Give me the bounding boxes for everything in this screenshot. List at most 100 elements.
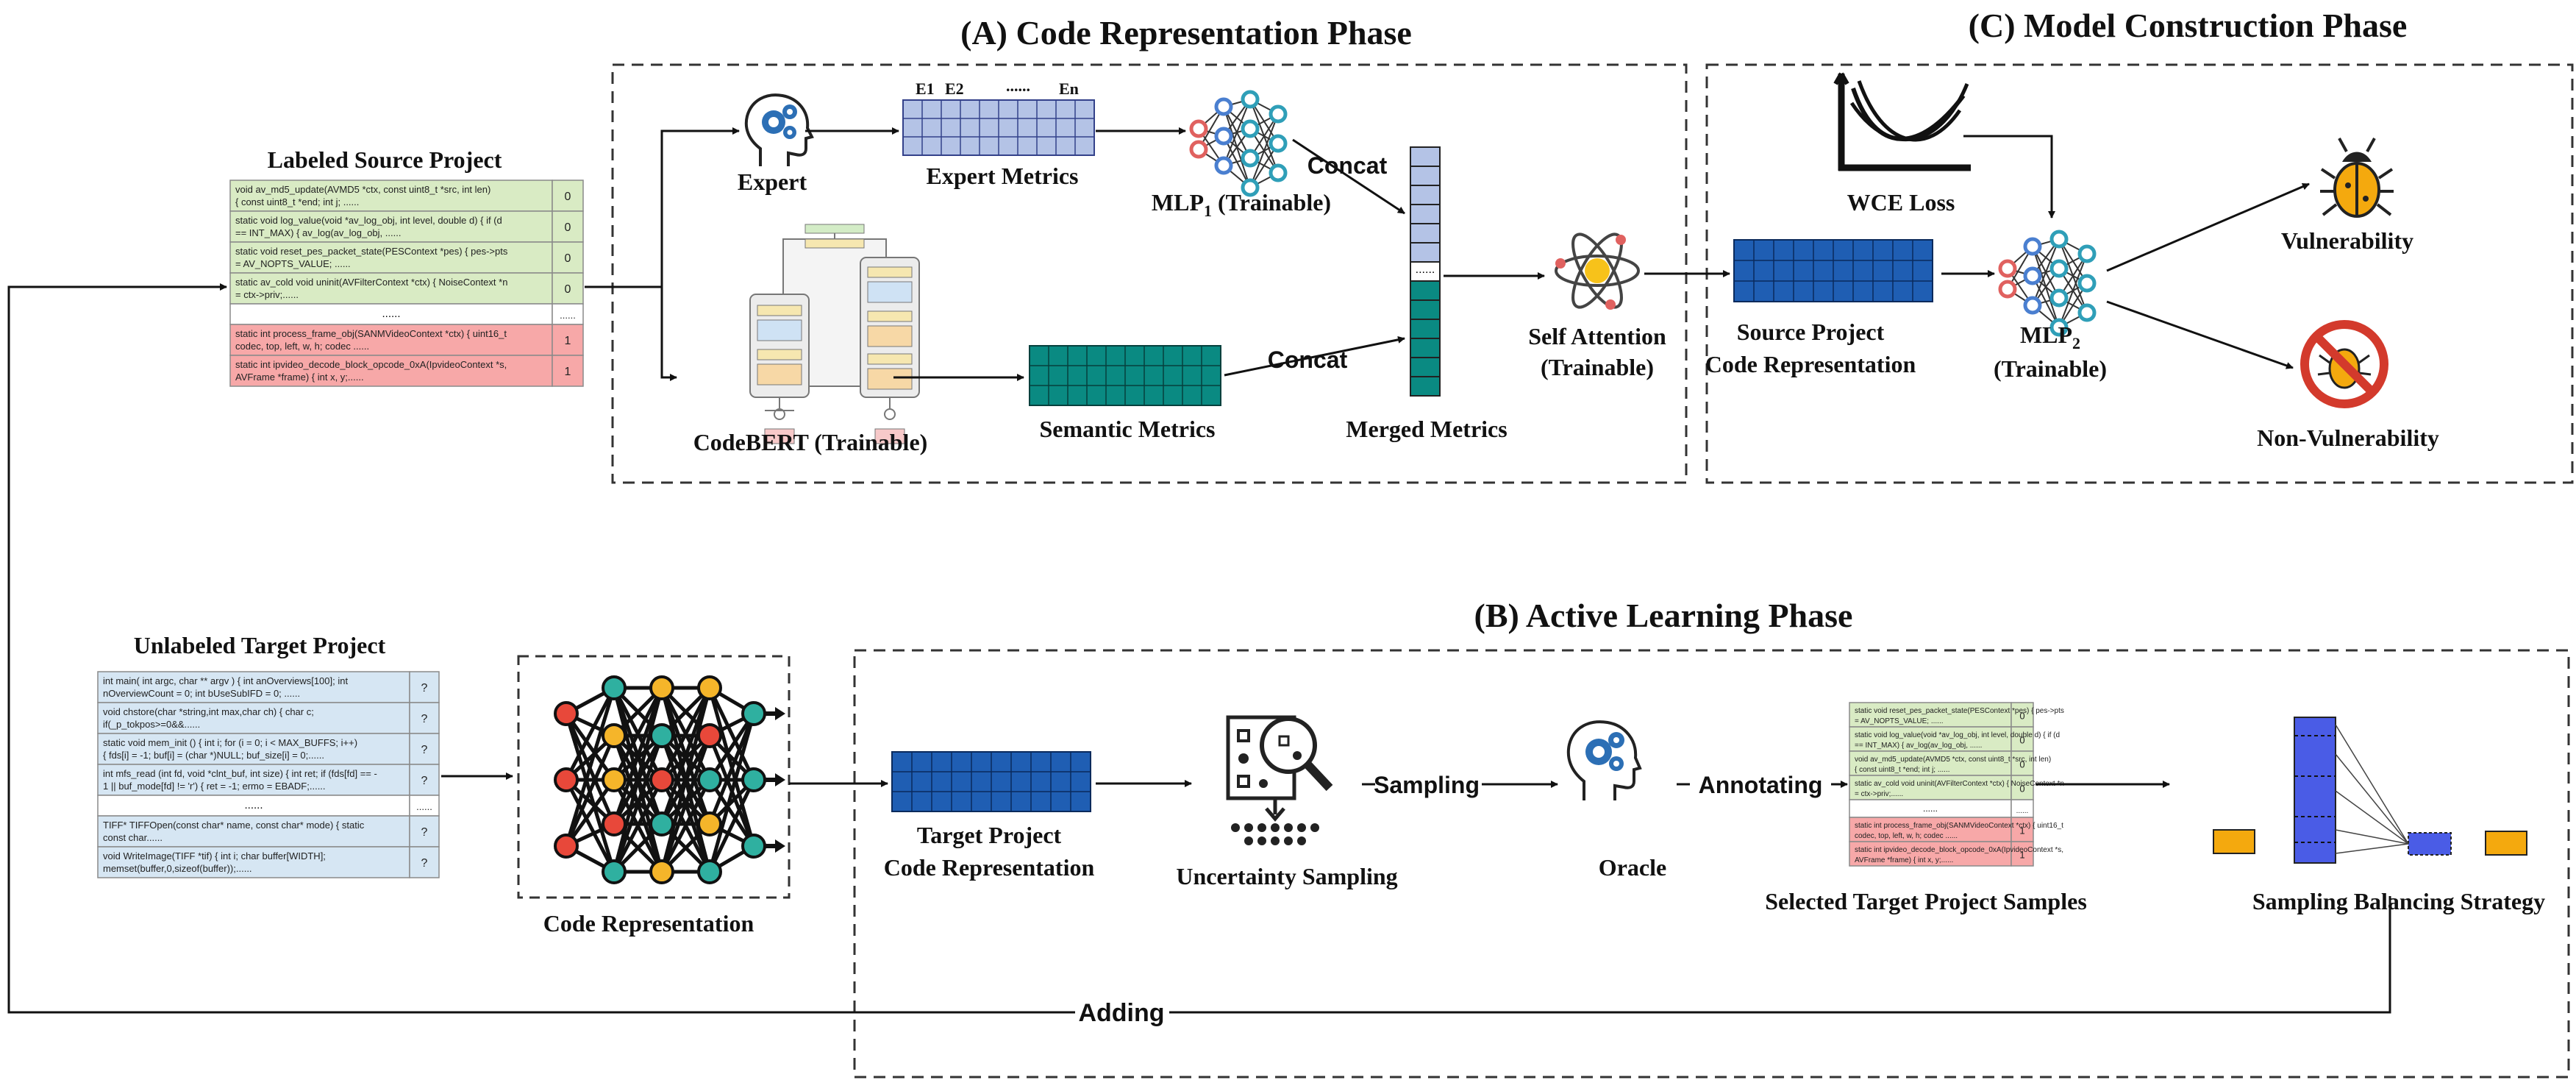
table-row: [97, 846, 410, 878]
table-row: [229, 324, 553, 356]
row-label: ......: [2016, 807, 2029, 815]
unlabeled-project-table: int main( int argc, char ** argv ) { int…: [97, 671, 440, 878]
self-attention-atom-icon: [1555, 232, 1640, 310]
target-rep-label-1: Target Project: [917, 822, 1062, 848]
row-label: 0: [2019, 784, 2024, 795]
table-row: [229, 180, 553, 212]
uncertainty-sampling-icon: [1226, 715, 1333, 845]
self-attention-label-1: Self Attention: [1528, 323, 1666, 349]
table-label-cell: [552, 180, 584, 212]
code-representation-box: [517, 655, 791, 899]
expert-metrics-grid: [902, 99, 1095, 156]
sampling-balancing-label: Sampling Balancing Strategy: [2252, 888, 2545, 914]
table-row: [97, 671, 410, 703]
semantic-metrics-label: Semantic Metrics: [1039, 416, 1215, 442]
phase-a-title: (A) Code Representation Phase: [960, 14, 1412, 51]
code-line: = AV_NOPTS_VALUE; ......: [1855, 717, 1944, 725]
arrow-mlp2-to-vuln: [2106, 182, 2310, 272]
code-line: const char......: [103, 832, 163, 843]
table-label-cell: [2011, 702, 2034, 728]
e-dots-label: ......: [1006, 77, 1030, 95]
row-label: 0: [565, 191, 571, 203]
labeled-project-table: void av_md5_update(AVMD5 *ctx, const uin…: [229, 180, 584, 387]
code-line: static int ipvideo_decode_block_opcode_0…: [1855, 846, 2063, 854]
table-row: [1849, 841, 2012, 867]
source-code-representation-grid: [1733, 239, 1933, 302]
code-line: { fds[i] = -1; buf[i] = (char *)NULL; bu…: [103, 750, 324, 761]
code-line: = ctx->priv;......: [1855, 790, 1903, 798]
source-rep-label-1: Source Project: [1737, 319, 1885, 345]
row-label: ......: [416, 801, 432, 812]
code-line: static void log_value(void *av_log_obj, …: [1855, 731, 2060, 739]
code-line: if(_p_tokpos>=0&&......: [103, 719, 200, 730]
non-vulnerability-icon: [2300, 320, 2388, 408]
annotating-label: Annotating: [1699, 772, 1823, 798]
row-label: ?: [421, 682, 428, 694]
code-line: int main( int argc, char ** argv ) { int…: [103, 675, 348, 686]
arrow-to-codebert: [660, 287, 677, 381]
arrow-semantic-to-merged: [1224, 335, 1405, 377]
uncertainty-sampling-label: Uncertainty Sampling: [1176, 863, 1397, 889]
code-representation-network-icon: [554, 675, 785, 884]
code-line: static int ipvideo_decode_block_opcode_0…: [235, 359, 507, 370]
code-line: void chstore(char *string,int max,char c…: [103, 706, 314, 717]
row-label: 0: [565, 283, 571, 296]
code-line: = AV_NOPTS_VALUE; ......: [235, 258, 351, 269]
wce-loss-chart-icon: [1833, 72, 1971, 171]
code-line: static void reset_pes_packet_state(PESCo…: [1855, 707, 2064, 715]
gap-dots: ......: [244, 799, 263, 811]
adding-loop-right: [1169, 896, 2391, 1014]
expert-metrics-label: Expert Metrics: [926, 163, 1078, 189]
code-line: 1 || buf_mode[fd] != 'r') { ret = -1; er…: [103, 781, 326, 792]
row-label: 0: [2019, 711, 2024, 722]
code-line: { const uint8_t *end; int j; ......: [235, 196, 359, 207]
selected-samples-table: static void reset_pes_packet_state(PESCo…: [1849, 702, 2064, 867]
table-row: [97, 764, 410, 796]
e2-label: E2: [945, 79, 964, 98]
table-row: [1849, 750, 2012, 776]
arrow-to-expert: [585, 127, 740, 288]
code-line: nOverviewCount = 0; int bUseSubIFD = 0; …: [103, 688, 300, 699]
row-label: 1: [2019, 825, 2024, 836]
phase-c-title: (C) Model Construction Phase: [1969, 7, 2408, 44]
gap-dots: ......: [382, 308, 400, 320]
target-code-representation-grid: [891, 751, 1091, 812]
concat-bottom-label: Concat: [1268, 347, 1348, 373]
selected-samples-title: Selected Target Project Samples: [1765, 888, 2087, 914]
self-attention-label-2: (Trainable): [1541, 354, 1654, 380]
source-rep-label-2: Code Representation: [1705, 351, 1916, 377]
row-label: 0: [2019, 735, 2024, 746]
arrow-mlp2-to-nonvuln: [2106, 300, 2294, 369]
mlp2-label-1: MLP2: [2020, 321, 2080, 352]
row-label: 0: [565, 252, 571, 265]
code-line: void av_md5_update(AVMD5 *ctx, const uin…: [235, 184, 490, 195]
code-line: == INT_MAX) { av_log(av_log_obj, ......: [1855, 742, 1982, 750]
table-label-cell: [409, 702, 440, 734]
code-representation-label: Code Representation: [543, 910, 754, 937]
row-label: 1: [565, 335, 571, 347]
arrow-mlp1-to-merged: [1292, 138, 1405, 215]
table-row: [1849, 726, 2012, 752]
mlp2-label-2: (Trainable): [1994, 355, 2107, 382]
row-label: 0: [565, 221, 571, 234]
row-label: ?: [421, 744, 428, 756]
adding-label: Adding: [1078, 999, 1164, 1027]
mlp1-label: MLP1 (Trainable): [1152, 189, 1331, 220]
non-vulnerability-label: Non-Vulnerability: [2257, 424, 2439, 451]
code-line: codec, top, left, w, h; codec ......: [1855, 832, 1958, 840]
wce-loss-label: WCE Loss: [1847, 189, 1955, 216]
code-line: int mfs_read (int fd, void *clnt_buf, in…: [103, 768, 377, 779]
codebert-label: CodeBERT (Trainable): [693, 429, 928, 455]
row-label: ?: [421, 857, 428, 870]
table-label-cell: [552, 241, 584, 274]
code-line: static void log_value(void *av_log_obj, …: [235, 215, 502, 226]
code-line: void WriteImage(TIFF *tif) { int i; char…: [103, 850, 326, 861]
code-line: { const uint8_t *end; int j; ......: [1855, 766, 1950, 774]
phase-b-title: (B) Active Learning Phase: [1474, 597, 1853, 634]
oracle-label: Oracle: [1599, 854, 1666, 881]
semantic-metrics-grid: [1029, 345, 1221, 406]
row-label: 1: [565, 366, 571, 378]
target-rep-label-2: Code Representation: [884, 854, 1095, 881]
table-label-cell: [409, 733, 440, 765]
